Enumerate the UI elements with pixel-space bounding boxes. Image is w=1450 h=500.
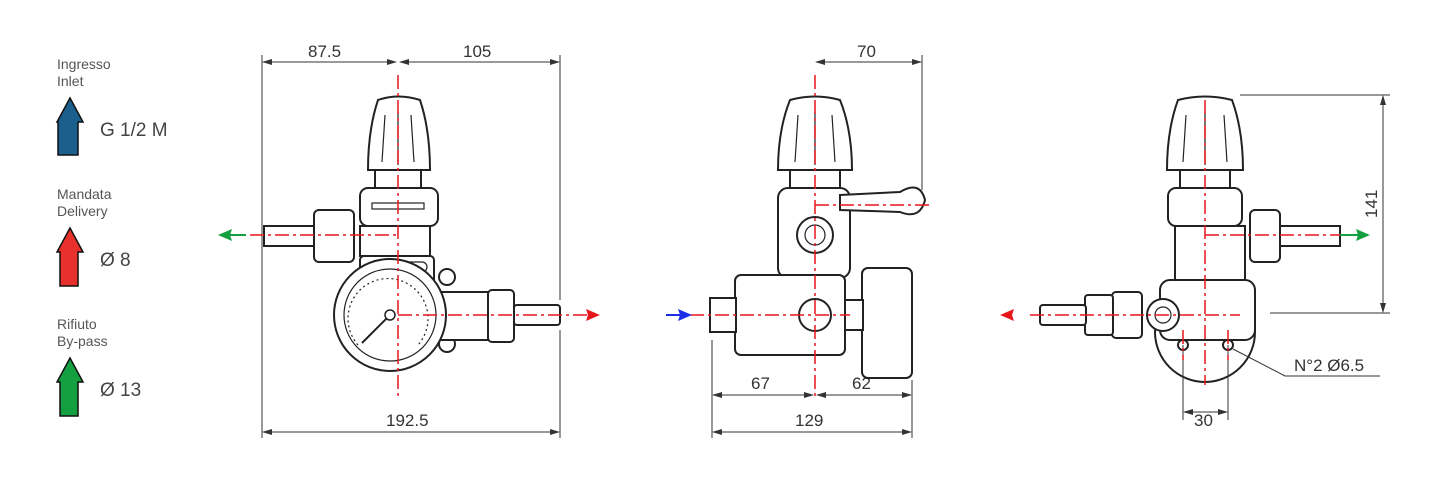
bypass-arrow-icon [55, 356, 85, 417]
legend-inlet-label-en: Inlet [57, 73, 84, 89]
dim-front-right: 105 [463, 42, 491, 61]
inlet-arrow-icon [55, 96, 85, 156]
dim-front-total: 192.5 [386, 411, 429, 430]
dim-side-left: 67 [751, 374, 770, 393]
bypass-hose-connector [313, 209, 355, 263]
bypass-flow-arrow-rear-icon [1340, 229, 1370, 241]
legend: Ingresso Inlet G 1/2 M Mandata Delivery … [55, 56, 168, 417]
legend-bypass-label-en: By-pass [57, 333, 108, 349]
front-view: 87.5 105 192.5 [218, 42, 600, 438]
dim-side-total: 129 [795, 411, 823, 430]
legend-delivery: Mandata Delivery Ø 8 [55, 186, 131, 287]
dim-front-left: 87.5 [308, 42, 341, 61]
delivery-flow-arrow-rear-icon [1000, 309, 1014, 321]
delivery-arrow-icon [55, 226, 85, 287]
legend-bypass-label-it: Rifiuto [57, 316, 97, 332]
legend-bypass-value: Ø 13 [100, 380, 141, 401]
bypass-flow-arrow-icon [218, 229, 246, 241]
legend-delivery-label-it: Mandata [57, 186, 112, 202]
delivery-flow-arrow-icon [586, 309, 600, 321]
dim-rear-height: 141 [1362, 190, 1381, 218]
legend-inlet-label-it: Ingresso [57, 56, 111, 72]
legend-inlet-value: G 1/2 M [100, 120, 168, 141]
legend-delivery-label-en: Delivery [57, 203, 108, 219]
inlet-flow-arrow-icon [666, 309, 692, 321]
rear-view: 141 30 N°2 Ø6.5 [1000, 94, 1390, 430]
valve-lever [839, 186, 927, 216]
dim-rear-holes: 30 [1194, 411, 1213, 430]
adjustment-knob [366, 95, 432, 171]
legend-inlet: Ingresso Inlet G 1/2 M [55, 56, 168, 156]
holes-note: N°2 Ø6.5 [1294, 356, 1364, 375]
legend-bypass: Rifiuto By-pass Ø 13 [55, 316, 141, 417]
legend-delivery-value: Ø 8 [100, 250, 131, 271]
dim-side-top: 70 [857, 42, 876, 61]
side-view: 70 67 62 129 [666, 42, 930, 438]
